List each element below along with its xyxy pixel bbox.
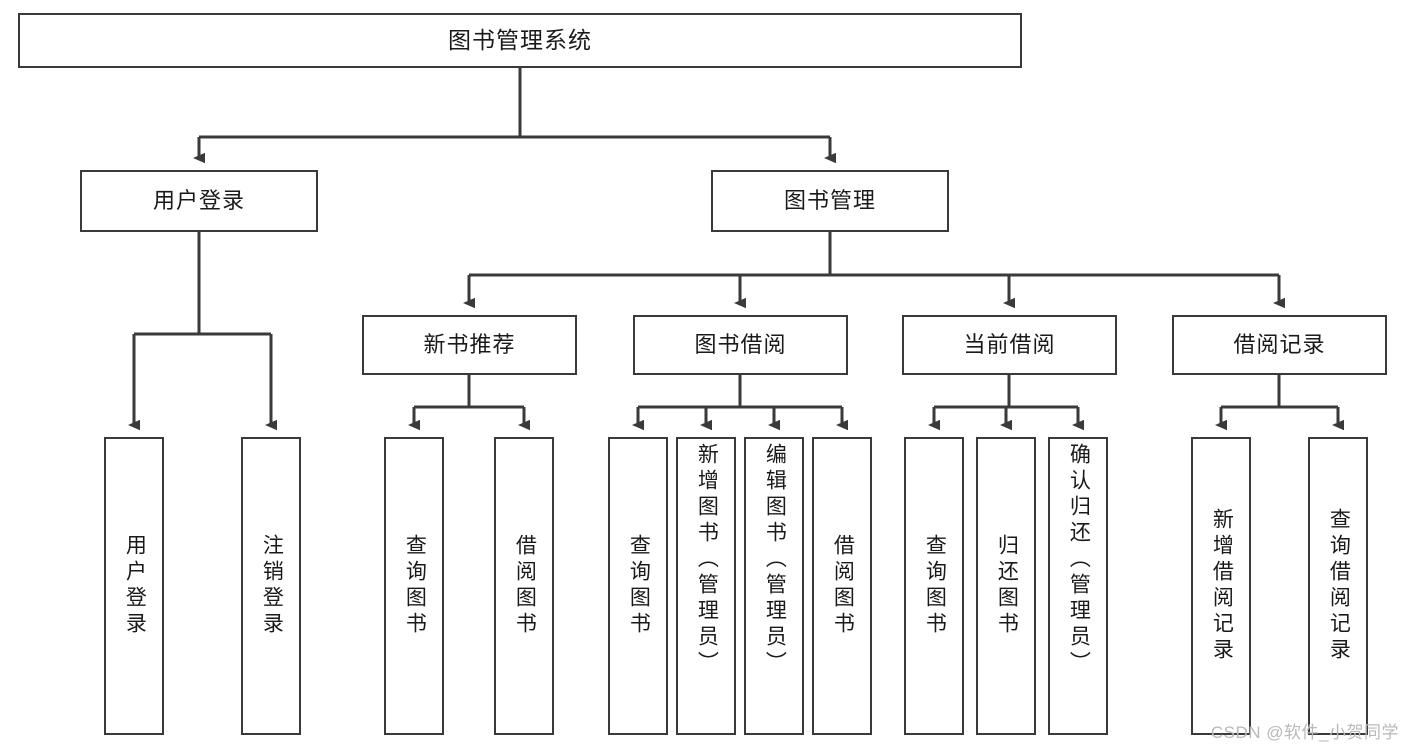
node-current-borrow-label: 当前借阅 bbox=[963, 332, 1056, 358]
leaf-label: 查询图书 bbox=[923, 534, 947, 638]
leaf-new-book-query[interactable]: 查询图书 bbox=[384, 437, 444, 735]
leaf-label: 借阅图书 bbox=[513, 534, 537, 638]
node-user-login[interactable]: 用户登录 bbox=[80, 170, 318, 232]
node-book-manage[interactable]: 图书管理 bbox=[711, 170, 949, 232]
node-root[interactable]: 图书管理系统 bbox=[18, 13, 1022, 68]
leaf-label: 查询图书 bbox=[403, 534, 427, 638]
leaf-book-borrow-borrow[interactable]: 借阅图书 bbox=[812, 437, 872, 735]
leaf-current-borrow-query[interactable]: 查询图书 bbox=[904, 437, 964, 735]
leaf-current-borrow-confirm[interactable]: 确认归还（管理员） bbox=[1048, 437, 1108, 735]
node-new-book-recommend-label: 新书推荐 bbox=[423, 332, 516, 358]
node-new-book-recommend[interactable]: 新书推荐 bbox=[362, 315, 577, 375]
node-borrow-records[interactable]: 借阅记录 bbox=[1172, 315, 1387, 375]
node-book-borrow-label: 图书借阅 bbox=[694, 332, 787, 358]
leaf-label: 注销登录 bbox=[260, 534, 284, 638]
node-book-manage-label: 图书管理 bbox=[783, 188, 876, 214]
node-current-borrow[interactable]: 当前借阅 bbox=[902, 315, 1117, 375]
leaf-user-login-logout[interactable]: 注销登录 bbox=[241, 437, 301, 735]
node-borrow-records-label: 借阅记录 bbox=[1233, 332, 1326, 358]
leaf-label: 编辑图书（管理员） bbox=[763, 443, 787, 677]
node-book-borrow[interactable]: 图书借阅 bbox=[633, 315, 848, 375]
leaf-user-login-login[interactable]: 用户登录 bbox=[104, 437, 164, 735]
leaf-label: 确认归还（管理员） bbox=[1067, 443, 1091, 677]
watermark: CSDN @软件_小贺同学 bbox=[1210, 723, 1399, 742]
leaf-borrow-records-add[interactable]: 新增借阅记录 bbox=[1191, 437, 1251, 735]
leaf-borrow-records-query[interactable]: 查询借阅记录 bbox=[1308, 437, 1368, 735]
leaf-label: 查询借阅记录 bbox=[1327, 508, 1351, 664]
leaf-new-book-borrow[interactable]: 借阅图书 bbox=[494, 437, 554, 735]
leaf-label: 归还图书 bbox=[995, 534, 1019, 638]
node-user-login-label: 用户登录 bbox=[152, 188, 245, 214]
leaf-book-borrow-edit[interactable]: 编辑图书（管理员） bbox=[744, 437, 804, 735]
leaf-label: 借阅图书 bbox=[831, 534, 855, 638]
leaf-label: 查询图书 bbox=[627, 534, 651, 638]
node-root-label: 图书管理系统 bbox=[448, 27, 592, 54]
leaf-label: 用户登录 bbox=[123, 534, 147, 638]
leaf-label: 新增借阅记录 bbox=[1210, 508, 1234, 664]
leaf-book-borrow-add[interactable]: 新增图书（管理员） bbox=[676, 437, 736, 735]
leaf-label: 新增图书（管理员） bbox=[695, 443, 719, 677]
leaf-book-borrow-query[interactable]: 查询图书 bbox=[608, 437, 668, 735]
leaf-current-borrow-return[interactable]: 归还图书 bbox=[976, 437, 1036, 735]
